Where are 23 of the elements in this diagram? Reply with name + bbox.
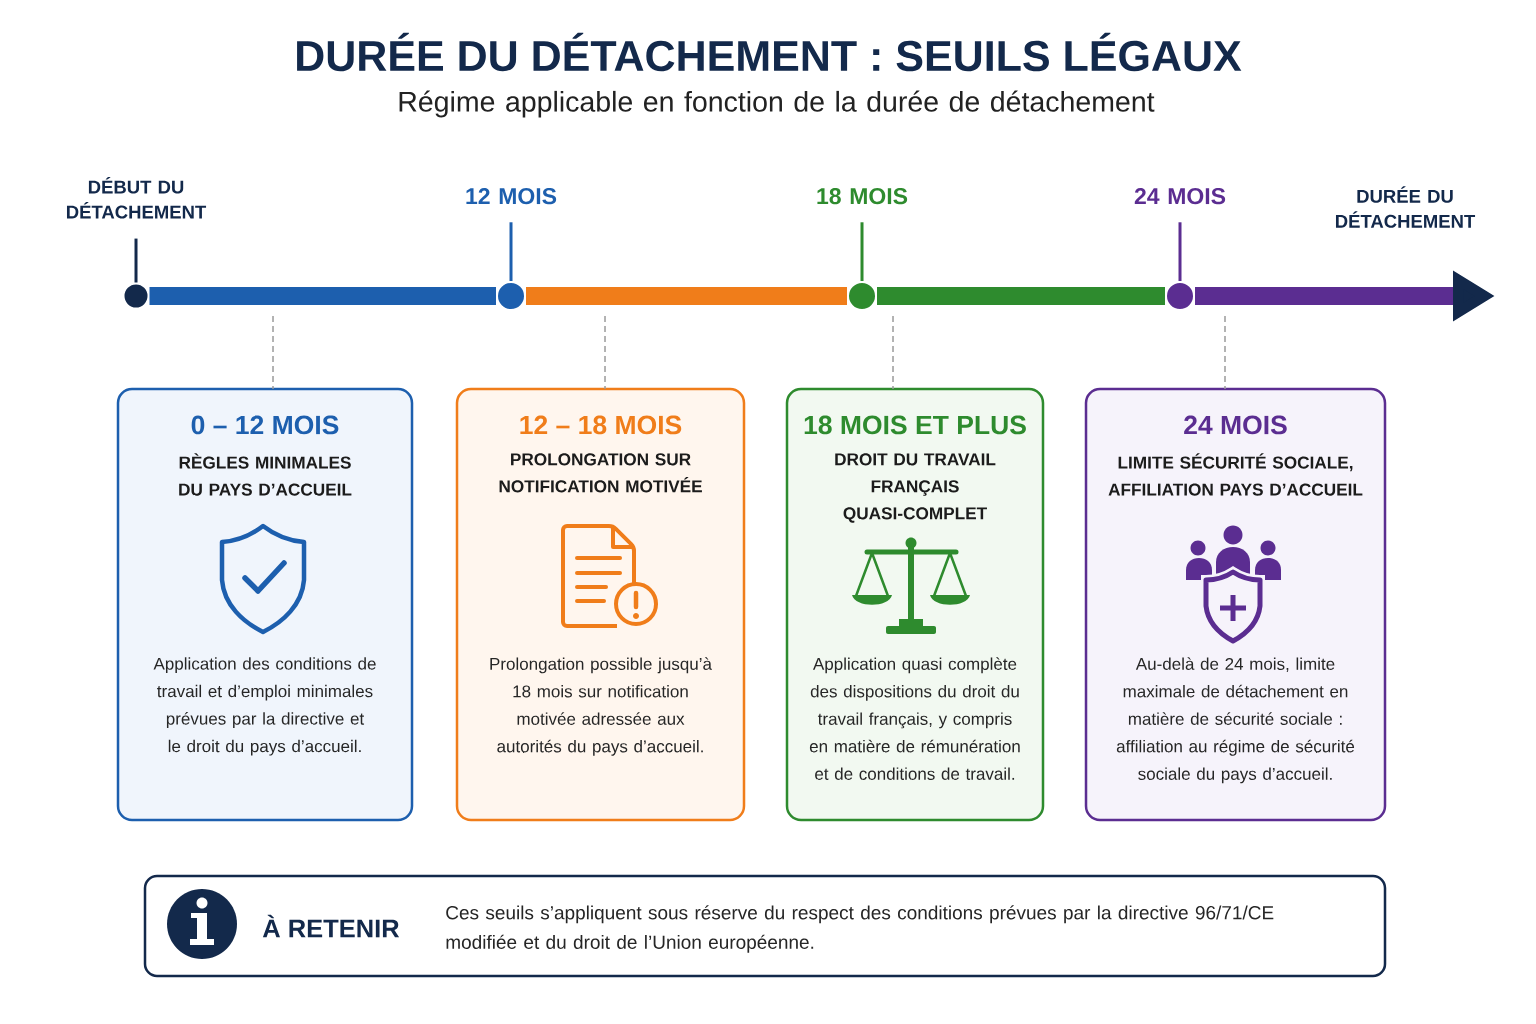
title: DURÉE DU DÉTACHEMENT : SEUILS LÉGAUX — [297, 32, 1242, 72]
leader-line — [892, 315, 894, 390]
subtitle: Régime applicable en fonction de la durée de détachement — [399, 90, 1155, 118]
timeline-bar — [526, 287, 847, 305]
tick-line — [134, 238, 138, 283]
period-card: 0 – 12 MOIS RÈGLES MINIMALES DU PAYS D’ACCUEIL Application des conditions de travail et d’emploi minimales prévues par la directive et le droit du pays d’accueil. — [116, 387, 414, 822]
period-card: 12 – 18 MOIS PROLONGATION SUR NOTIFICATION MOTIVÉE Prolongation possible jusqu’à 18 mois sur notification motivée adressée aux autorités du pays d’accueil. — [455, 387, 746, 822]
leader-line — [604, 315, 606, 390]
milestone-label: DÉBUT DU DÉTACHEMENT — [67, 177, 207, 219]
milestone-label: 18 MOIS — [817, 188, 908, 205]
leader-line — [272, 315, 274, 390]
period-card: 18 MOIS ET PLUS DROIT DU TRAVAIL FRANÇAIS QUASI-COMPLET Application quasi complète des dispositions du droit du travail français, y compris en matière de rémunération et de conditions de travail. — [785, 387, 1045, 822]
tick-line — [860, 222, 864, 281]
tick-line — [509, 222, 513, 281]
milestone-label: 12 MOIS — [466, 188, 557, 205]
timeline-bar — [149, 287, 496, 305]
milestone-label: 24 MOIS — [1134, 188, 1226, 205]
leader-line — [1224, 315, 1226, 390]
tick-line — [1178, 222, 1182, 281]
period-card: 24 MOIS LIMITE SÉCURITÉ SOCIALE, AFFILIATION PAYS D’ACCUEIL Au-delà de 24 mois, limite maximale de détachement en matière de sécurité sociale : affiliation au régime de sécurité sociale du pays d’accueil. — [1084, 387, 1387, 822]
axis-label: DURÉE DU DÉTACHEMENT — [1336, 186, 1476, 228]
timeline-bar — [877, 287, 1165, 305]
note-box: À RETENIR Ces seuils s’appliquent sous réserve du respect des conditions prévues par la directive 96/71/CE modifiée et du droit de l’Union européenne. — [143, 874, 1387, 978]
